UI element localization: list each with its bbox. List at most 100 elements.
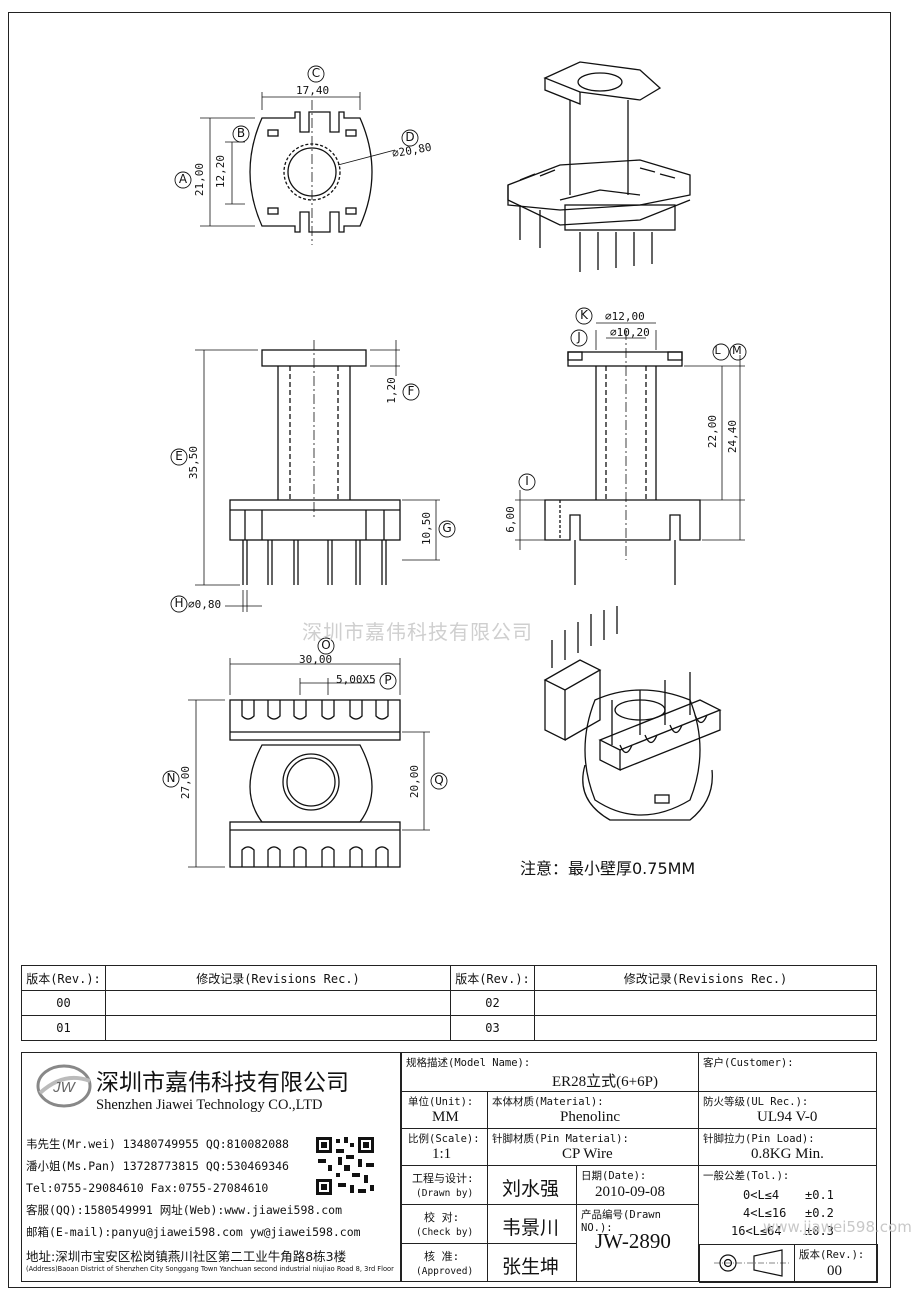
drawn-label-en: (Drawn by) [416, 1188, 474, 1199]
dim-j: ⌀10,20 [610, 326, 650, 339]
rev-cell-title: 版本(Rev.): 00 [794, 1244, 878, 1283]
material-label: 本体材质(Material): [492, 1096, 604, 1108]
approved-cell: 张生坤 [487, 1243, 577, 1282]
rec-cell [534, 1015, 877, 1041]
qr-code-icon [314, 1135, 376, 1197]
rev-header-right: 版本(Rev.): [450, 965, 535, 991]
dimension-markers [162, 65, 747, 790]
dim-letter-k: K [580, 308, 588, 322]
drawn-no-cell: 产品编号(Drawn NO.): JW-2890 [576, 1204, 699, 1282]
dim-letter-f: F [407, 384, 415, 398]
isometric-view-bottom [543, 606, 722, 821]
top-view [200, 92, 396, 245]
logo-text: JW [52, 1079, 77, 1096]
dim-e: 35,50 [187, 445, 201, 480]
rev-value: 00 [827, 1263, 842, 1279]
check-by-label-cell: 校 对: (Check by) [401, 1204, 488, 1244]
note-min-wall: 注意：最小壁厚0.75MM [520, 859, 696, 878]
check-by-cell: 韦景川 [487, 1204, 577, 1244]
tol-range: 4<L≤16 [743, 1206, 787, 1220]
customer-label: 客户(Customer): [703, 1057, 794, 1069]
dim-letter-i: I [525, 474, 529, 488]
unit-value: MM [432, 1109, 459, 1125]
check-value: 韦景川 [502, 1217, 560, 1239]
dim-letter-b: B [236, 126, 246, 140]
pin-load-label: 针脚拉力(Pin Load): [703, 1133, 815, 1145]
dim-letter-g: G [442, 521, 452, 535]
dim-g: 10,50 [420, 511, 434, 546]
dim-h: ⌀0,80 [188, 598, 222, 611]
company-block: JW 深圳市嘉伟科技有限公司 Shenzhen Jiawei Technolog… [21, 1052, 401, 1282]
customer-cell: 客户(Customer): [698, 1052, 877, 1092]
approved-label: 核 准: [424, 1250, 460, 1263]
company-name-cn: 深圳市嘉伟科技有限公司 [96, 1070, 349, 1096]
pin-material-value: CP Wire [562, 1146, 613, 1162]
check-label: 校 对: [424, 1211, 460, 1224]
material-cell: 本体材质(Material): Phenolinc [487, 1091, 699, 1129]
tol-value: ±0.1 [805, 1188, 834, 1202]
side-view [515, 322, 745, 585]
ul-value: UL94 V-0 [757, 1109, 818, 1125]
dim-letter-o: O [321, 638, 331, 652]
pin-material-label: 针脚材质(Pin Material): [492, 1133, 629, 1145]
dim-n: 27,00 [179, 765, 193, 800]
rec-header-left: 修改记录(Revisions Rec.) [105, 965, 451, 991]
dim-i: 6,00 [503, 506, 517, 533]
model-cell: 规格描述(Model Name): ER28立式(6+6P) [401, 1052, 699, 1092]
dim-q: 20,00 [408, 764, 422, 799]
dim-letter-h: H [174, 596, 184, 610]
pin-load-value: 0.8KG Min. [751, 1146, 824, 1162]
approved-value: 张生坤 [502, 1256, 560, 1278]
dim-letter-p: P [384, 673, 392, 687]
drawn-label: 工程与设计: [412, 1172, 474, 1185]
ul-label: 防火等级(UL Rec.): [703, 1096, 809, 1108]
rev-cell: 03 [450, 1015, 535, 1041]
check-label-en: (Check by) [416, 1227, 474, 1238]
tolerance-cell: 一般公差(Tol.): 0<L≤4 ±0.1 4<L≤16 ±0.2 16<L≤… [698, 1165, 912, 1283]
rev-header-left: 版本(Rev.): [21, 965, 106, 991]
dim-c: 17,40 [296, 84, 330, 97]
contact-list: 韦先生(Mr.wei) 13480749955 QQ:810082088 潘小姐… [26, 1133, 361, 1243]
tol-range: 16<L≤64 [731, 1224, 782, 1238]
dim-letter-n: N [166, 771, 176, 785]
dim-letter-j: J [577, 330, 581, 344]
company-name-en: Shenzhen Jiawei Technology CO.,LTD [96, 1097, 323, 1113]
pin-material-cell: 针脚材质(Pin Material): CP Wire [487, 1128, 699, 1166]
pin-load-cell: 针脚拉力(Pin Load): 0.8KG Min. [698, 1128, 877, 1166]
bottom-view [188, 658, 430, 868]
company-logo-icon: JW [36, 1064, 92, 1108]
dim-letter-a: A [178, 172, 188, 186]
dim-letter-q: Q [434, 773, 444, 787]
unit-cell: 单位(Unit): MM [401, 1091, 488, 1129]
rev-cell: 00 [21, 990, 106, 1016]
dim-p: 5,00X5 [336, 673, 376, 686]
address-cn: 地址:深圳市宝安区松岗镇燕川社区第二工业牛角路8栋3楼 [26, 1249, 347, 1264]
rec-cell [105, 990, 451, 1016]
dim-m: 24,40 [726, 419, 740, 454]
contact-line: 韦先生(Mr.wei) 13480749955 QQ:810082088 [26, 1137, 289, 1151]
dim-k: ⌀12,00 [605, 310, 645, 323]
address-en: (Address)Baoan District of Shenzhen City… [26, 1265, 394, 1273]
revision-table: 版本(Rev.): 修改记录(Revisions Rec.) 版本(Rev.):… [21, 965, 877, 1041]
contact-line: 客服(QQ):1580549991 网址(Web):www.jiawei598.… [26, 1203, 343, 1217]
front-view [195, 340, 440, 612]
date-label: 日期(Date): [581, 1170, 647, 1182]
date-value: 2010-09-08 [595, 1184, 665, 1200]
unit-label: 单位(Unit): [408, 1096, 474, 1108]
approved-label-cell: 核 准: (Approved) [401, 1243, 488, 1282]
drawn-no-value: JW-2890 [595, 1229, 671, 1253]
watermark: 深圳市嘉伟科技有限公司 [302, 620, 533, 644]
contact-line: 邮箱(E-mail):panyu@jiawei598.com yw@jiawei… [26, 1225, 361, 1239]
dim-letter-c: C [311, 66, 321, 80]
drawn-no-label: 产品编号(Drawn NO.): [581, 1209, 661, 1234]
dim-b: 12,20 [214, 154, 228, 189]
drawn-value: 刘水强 [502, 1178, 560, 1200]
rev-cell: 02 [450, 990, 535, 1016]
dim-f: 1,20 [384, 377, 398, 404]
drawn-by-label-cell: 工程与设计: (Drawn by) [401, 1165, 488, 1205]
contact-line: Tel:0755-29084610 Fax:0755-27084610 [26, 1181, 269, 1195]
technical-drawing [162, 61, 747, 868]
tol-range: 0<L≤4 [743, 1188, 780, 1202]
scale-cell: 比例(Scale): 1:1 [401, 1128, 488, 1166]
web-watermark: www.jjawei598.com [763, 1218, 912, 1236]
